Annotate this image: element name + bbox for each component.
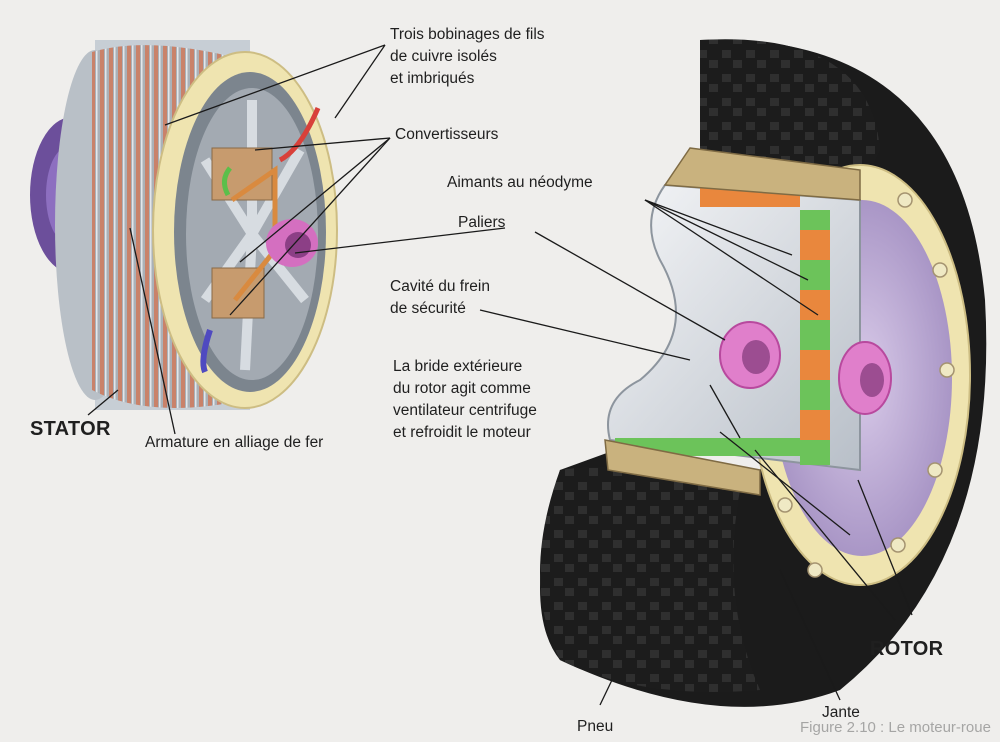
label-rotor-flange: La bride extérieure du rotor agit comme … (393, 358, 537, 441)
label-tire: Pneu (577, 718, 614, 735)
label-windings: Trois bobinages de fils de cuivre isolés… (390, 26, 545, 87)
label-brake-cavity: Cavité du frein de sécurité (390, 278, 490, 317)
wheel-illustration (540, 39, 987, 707)
label-bearings: Paliers (458, 214, 506, 231)
label-armature: Armature en alliage de fer (145, 434, 324, 451)
label-magnets: Aimants au néodyme (447, 174, 593, 191)
rim-bolts (777, 192, 955, 578)
label-rim: Jante (822, 704, 860, 721)
label-rotor: ROTOR (870, 638, 944, 660)
tire-tread (540, 467, 760, 692)
stator-illustration (30, 40, 338, 410)
label-converters: Convertisseurs (395, 126, 499, 143)
leader-lines (87, 44, 913, 706)
label-stator: STATOR (30, 418, 111, 440)
figure-caption-fragment: Figure 2.10 : Le moteur-roue (800, 719, 991, 736)
